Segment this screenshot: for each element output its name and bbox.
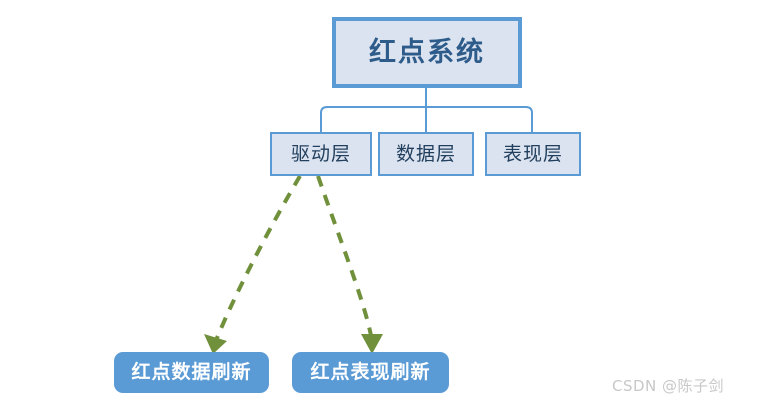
node-layer-view-label: 表现层 (502, 142, 563, 165)
node-root-label: 红点系统 (369, 37, 485, 68)
bus-branch-left (320, 106, 426, 132)
node-layer-data-label: 数据层 (395, 142, 456, 165)
node-root-red-dot-system[interactable]: 红点系统 (332, 17, 522, 88)
node-action-view-refresh-label: 红点表现刷新 (310, 361, 431, 383)
node-layer-driver-label: 驱动层 (290, 142, 351, 165)
watermark-text: CSDN @陈子剑 (612, 377, 725, 395)
node-layer-driver[interactable]: 驱动层 (270, 132, 372, 176)
arrow-path-to-data-refresh (213, 174, 302, 344)
arrowhead-group (204, 334, 383, 354)
arrow-path-to-view-refresh (316, 175, 374, 342)
node-action-data-refresh-label: 红点数据刷新 (131, 361, 252, 383)
arrowhead-to-data-refresh (204, 334, 227, 354)
node-layer-data[interactable]: 数据层 (378, 132, 474, 176)
node-action-red-dot-data-refresh[interactable]: 红点数据刷新 (114, 352, 269, 393)
tree-connector-group (320, 88, 533, 132)
dashed-arrow-group (213, 174, 374, 344)
arrowhead-to-view-refresh (361, 334, 383, 354)
bus-branch-right (426, 106, 533, 132)
node-layer-view[interactable]: 表现层 (485, 132, 581, 176)
node-action-red-dot-view-refresh[interactable]: 红点表现刷新 (292, 352, 449, 393)
